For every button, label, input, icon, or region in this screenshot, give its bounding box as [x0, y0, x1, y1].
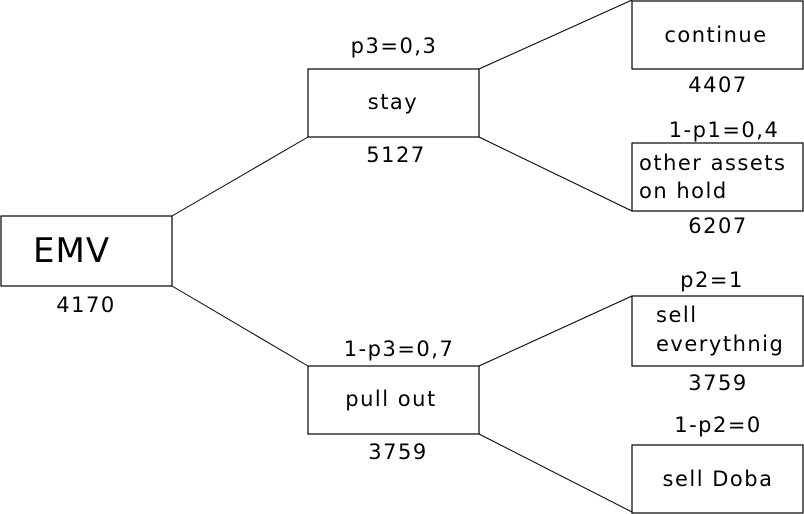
- node-stay-box[interactable]: [307, 68, 480, 138]
- node-pull-out-probability: 1-p3=0,7: [344, 337, 455, 361]
- node-stay-label: stay: [368, 90, 418, 114]
- edge-stay-continue: [478, 0, 633, 70]
- node-emv-value: 4170: [56, 293, 115, 317]
- node-pull-out-box[interactable]: [307, 365, 480, 435]
- leaf-sell-everything-label-line1: sell: [656, 303, 698, 327]
- leaf-continue-label: continue: [664, 23, 767, 47]
- leaf-other-assets-label-line2: on hold: [639, 179, 728, 203]
- leaf-sell-doba[interactable]: sell Doba: [631, 444, 804, 514]
- leaf-other-assets-label-line1: other assets: [639, 151, 786, 175]
- leaf-sell-everything[interactable]: sell everythnig: [631, 295, 804, 367]
- leaf-other-assets-box[interactable]: [631, 142, 804, 212]
- node-emv[interactable]: EMV: [0, 215, 173, 287]
- node-pull-out[interactable]: pull out: [307, 365, 480, 435]
- leaf-sell-doba-label: sell Doba: [663, 467, 774, 491]
- edge-stay-other-assets: [478, 136, 633, 212]
- node-emv-box[interactable]: [0, 215, 173, 287]
- node-pull-out-label: pull out: [345, 387, 436, 411]
- leaf-sell-everything-probability: p2=1: [680, 268, 744, 292]
- leaf-sell-everything-value: 3759: [688, 371, 747, 395]
- leaf-other-assets-value: 6207: [688, 214, 747, 238]
- leaf-other-assets[interactable]: other assets on hold: [631, 142, 804, 212]
- edge-pull-out-sell-everything: [478, 295, 633, 367]
- node-pull-out-value: 3759: [368, 440, 427, 464]
- edge-emv-stay: [171, 136, 309, 217]
- leaf-sell-doba-box[interactable]: [631, 444, 804, 514]
- leaf-sell-everything-label-line2: everythnig: [656, 332, 784, 356]
- node-stay-value: 5127: [366, 143, 425, 167]
- edge-pull-out-sell-doba: [478, 433, 633, 513]
- leaf-continue-box[interactable]: [631, 0, 804, 70]
- leaf-sell-doba-probability: 1-p2=0: [674, 413, 762, 437]
- edge-emv-pull-out: [171, 285, 309, 367]
- leaf-continue[interactable]: continue: [631, 0, 804, 70]
- leaf-continue-value: 4407: [688, 73, 747, 97]
- node-stay-probability: p3=0,3: [351, 34, 438, 58]
- leaf-other-assets-probability: 1-p1=0,4: [669, 118, 780, 142]
- node-stay[interactable]: stay: [307, 68, 480, 138]
- leaf-sell-everything-box[interactable]: [631, 295, 804, 367]
- node-emv-label: EMV: [33, 231, 110, 271]
